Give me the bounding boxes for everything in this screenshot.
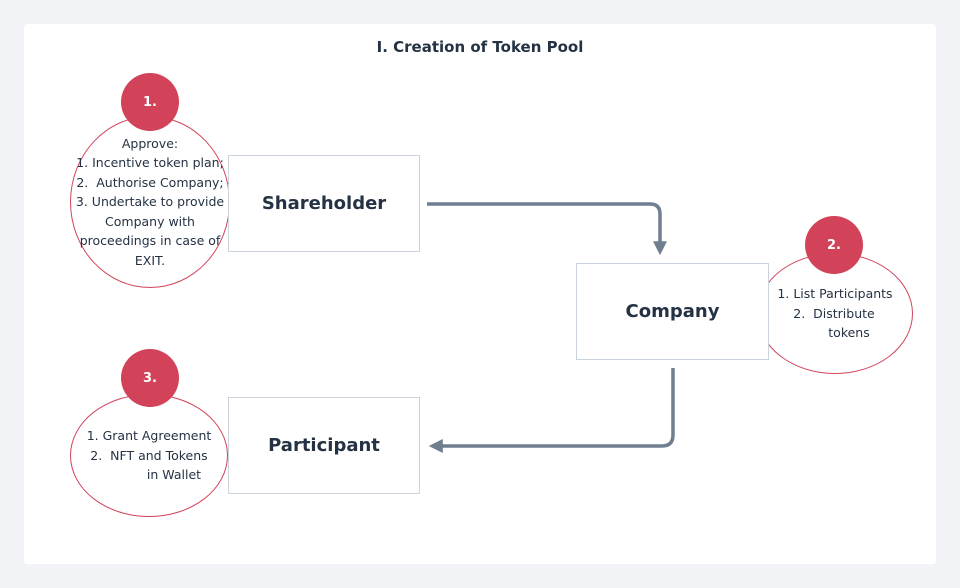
note-1-line: 2. Authorise Company; <box>76 174 224 190</box>
note-1-lines: Approve: 1. Incentive token plan; 2. Aut… <box>76 134 224 271</box>
note-2-line: 2. Distribute <box>793 305 875 321</box>
note-1-line: proceedings in case of <box>79 233 221 249</box>
note-2-lines: 1. List Participants 2. Distribute token… <box>777 284 892 343</box>
note-1-line: Company with <box>105 213 195 229</box>
step-2-badge: 2. <box>805 216 863 274</box>
step-1-badge: 1. <box>121 73 179 131</box>
note-3-line: 2. NFT and Tokens <box>90 447 208 463</box>
note-1-line: 3. Undertake to provide <box>75 194 225 210</box>
participant-node: Participant <box>228 397 420 494</box>
note-3-line: in Wallet <box>146 467 202 483</box>
connector-shareholder-to-company <box>427 202 667 256</box>
note-shareholder-approvals: Approve: 1. Incentive token plan; 2. Aut… <box>70 116 230 288</box>
company-node: Company <box>576 263 769 360</box>
note-1-line: 1. Incentive token plan; <box>76 155 224 171</box>
note-2-line: 1. List Participants <box>777 286 893 302</box>
shareholder-node: Shareholder <box>228 155 420 252</box>
step-3-badge: 3. <box>121 349 179 407</box>
note-3-line: 1. Grant Agreement <box>86 428 212 444</box>
note-2-line: tokens <box>828 325 870 341</box>
note-participant-items: 1. Grant Agreement 2. NFT and Tokens in … <box>70 394 228 517</box>
diagram-title: I. Creation of Token Pool <box>376 38 584 56</box>
note-1-line: Approve: <box>121 135 179 151</box>
connector-company-to-participant <box>428 368 675 453</box>
note-3-lines: 1. Grant Agreement 2. NFT and Tokens in … <box>87 426 212 485</box>
note-1-line: EXIT. <box>134 252 166 268</box>
